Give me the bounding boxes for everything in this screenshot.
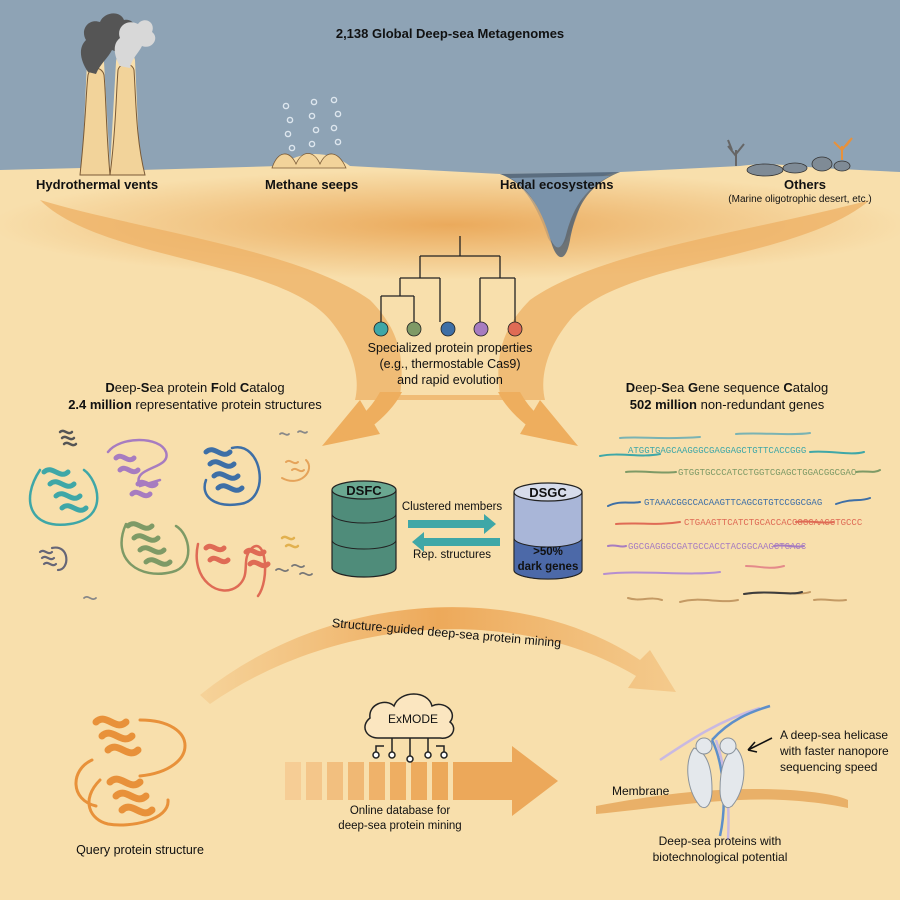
coral-orange bbox=[833, 137, 853, 160]
dsgc-title-s: S bbox=[661, 380, 670, 395]
dsfc-title-f: F bbox=[210, 380, 219, 395]
dsgc-title: Deep-Sea Gene sequence Catalog bbox=[572, 380, 882, 395]
arrow-right-head bbox=[520, 400, 578, 446]
gene-sequence: GTAAACGGCCACAAGTTCAGCGTGTCCGGCGAG bbox=[644, 498, 823, 508]
potential-line-1: Deep-sea proteins with bbox=[658, 834, 782, 848]
seafloor-rocks bbox=[746, 156, 851, 177]
helicase-line-2: with faster nanopore bbox=[780, 744, 889, 758]
metagenomes-title: 2,138 Global Deep-sea Metagenomes bbox=[335, 26, 565, 41]
dsfc-title-d: D bbox=[105, 380, 115, 395]
dark-genes-label: dark genes bbox=[517, 561, 579, 573]
rep-arrow bbox=[412, 532, 500, 552]
helicase-protein bbox=[687, 737, 745, 808]
smoke-light bbox=[114, 20, 156, 68]
seep-mound bbox=[271, 153, 347, 169]
dsgc-title-c: C bbox=[783, 380, 793, 395]
dsgc-title-part: atalog bbox=[792, 380, 829, 395]
rep-structures-label: Rep. structures bbox=[413, 549, 491, 561]
arrow-left-stem bbox=[340, 392, 402, 440]
gene-sequence: ATGGTGAGCAAGGGCGAGGAGCTGTTCACCGGG bbox=[628, 446, 807, 456]
exmode-label: ExMODE bbox=[387, 712, 438, 726]
gene-sequence: GGCGAGGGCGATGCCACCTACGGCAAGCTGACC bbox=[628, 542, 807, 552]
dsfc-title-part: old bbox=[218, 380, 240, 395]
clustered-members-label: Clustered members bbox=[401, 501, 503, 513]
online-database-line-1: Online database for bbox=[349, 805, 451, 817]
coral-gray bbox=[727, 139, 745, 166]
helicase-pointer bbox=[747, 737, 773, 753]
dsfc-count: 2.4 million representative protein struc… bbox=[20, 397, 370, 412]
clustered-arrow bbox=[408, 514, 496, 534]
habitat-label-vents: Hydrothermal vents bbox=[36, 177, 159, 192]
phylogenetic-tree bbox=[380, 236, 516, 322]
gene-lines bbox=[599, 432, 881, 603]
helicase-line-1: A deep-sea helicase bbox=[780, 728, 889, 742]
dsfc-drum bbox=[331, 480, 397, 578]
dsgc-title-part: eep- bbox=[635, 380, 662, 395]
dna-helix bbox=[659, 704, 771, 841]
specialized-properties-line-2: (e.g., thermostable Cas9) bbox=[379, 357, 521, 371]
habitat-label-hadal: Hadal ecosystems bbox=[500, 177, 614, 192]
dsfc-count-number: 2.4 million bbox=[68, 397, 132, 412]
database-arrow bbox=[285, 746, 558, 816]
dsgc-title-g: G bbox=[687, 380, 699, 395]
specialized-properties-line-1: Specialized protein properties bbox=[367, 341, 533, 355]
arrow-left-head bbox=[322, 400, 380, 446]
arrow-right-stem bbox=[498, 392, 560, 440]
dsfc-drum-label: DSFC bbox=[346, 483, 382, 498]
online-database-line-2: deep-sea protein mining bbox=[338, 820, 462, 832]
gene-sequence: CTGAAGTTCATCTGCACCACCGGCAAGCTGCCC bbox=[684, 518, 863, 528]
protein-structures bbox=[28, 429, 313, 601]
habitat-others-note: (Marine oligotrophic desert, etc.) bbox=[728, 194, 872, 205]
dsfc-title-part: eep- bbox=[114, 380, 141, 395]
dsgc-count-number: 502 million bbox=[629, 397, 697, 412]
habitat-label-seeps: Methane seeps bbox=[265, 177, 359, 192]
dsfc-count-text: representative protein structures bbox=[131, 397, 322, 412]
dsgc-title-part: ene sequence bbox=[698, 380, 784, 395]
dsgc-count-text: non-redundant genes bbox=[696, 397, 825, 412]
dsfc-title-part: ea protein bbox=[149, 380, 211, 395]
sea-background bbox=[0, 0, 900, 248]
dsgc-title-d: D bbox=[625, 380, 636, 395]
habitat-label-others: Others bbox=[784, 177, 826, 192]
dsfc-title: Deep-Sea protein Fold Catalog bbox=[30, 380, 360, 395]
query-protein bbox=[74, 715, 187, 827]
dark-genes-percent: >50% bbox=[533, 546, 563, 558]
gene-sequence: GTGGTGCCCATCCTGGTCGAGCTGGACGGCGAC bbox=[678, 468, 857, 478]
membrane bbox=[596, 788, 848, 814]
funnel bbox=[40, 200, 870, 400]
helicase-line-3: sequencing speed bbox=[780, 760, 878, 774]
mining-arc bbox=[200, 607, 676, 704]
hadal-trench-water bbox=[510, 176, 610, 248]
dsgc-count: 502 million non-redundant genes bbox=[572, 397, 882, 412]
dsfc-title-c: C bbox=[239, 380, 250, 395]
dsgc-title-part: ea bbox=[669, 380, 688, 395]
query-protein-label: Query protein structure bbox=[76, 843, 204, 857]
specialized-properties-line-3: and rapid evolution bbox=[397, 373, 503, 387]
dsfc-title-part: atalog bbox=[249, 380, 285, 395]
dsgc-drum bbox=[513, 482, 583, 580]
dsfc-title-s: S bbox=[140, 380, 150, 395]
dsgc-drum-label: DSGC bbox=[529, 485, 567, 500]
membrane-label: Membrane bbox=[612, 784, 670, 798]
potential-line-2: biotechnological potential bbox=[652, 850, 788, 864]
cloud-database-icon bbox=[364, 693, 455, 763]
tree-leaves bbox=[373, 321, 523, 337]
methane-bubbles bbox=[282, 96, 342, 152]
